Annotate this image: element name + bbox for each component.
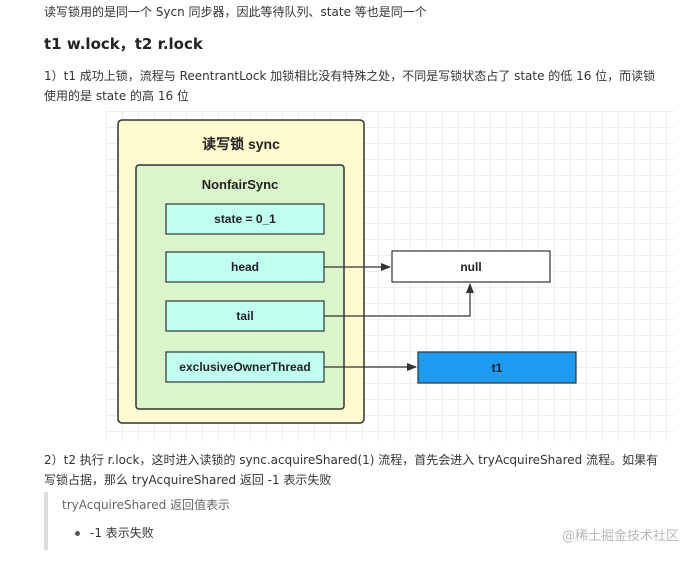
- null-node: [391, 250, 551, 283]
- site-watermark: @稀土掘金技术社区: [561, 529, 679, 544]
- head-field-label: head: [231, 260, 259, 274]
- state-field: [165, 203, 325, 235]
- tail-to-null-arrow: [324, 283, 474, 317]
- blockquote: tryAcquireShared 返回值表示 -1 表示失败: [44, 492, 668, 550]
- bullet-dot-icon: [75, 531, 80, 536]
- intro-text: 读写锁用的是同一个 Sycn 同步器，因此等待队列、state 等也是同一个: [44, 5, 427, 19]
- exclusive-owner-field-label: exclusiveOwnerThread: [179, 360, 310, 374]
- paragraph-2: 2）t2 执行 r.lock，这时进入读锁的 sync.acquireShare…: [44, 453, 659, 487]
- blockquote-title: tryAcquireShared 返回值表示: [62, 498, 231, 512]
- t1-thread-node-label: t1: [492, 361, 503, 375]
- blockquote-list-item: -1 表示失败: [90, 526, 154, 540]
- state-field-label: state = 0_1: [214, 212, 276, 226]
- lock-diagram-svg: 读写锁 sync NonfairSync state = 0_1 head ta…: [117, 119, 577, 424]
- paragraph-1: 1）t1 成功上锁，流程与 ReentrantLock 加锁相比没有特殊之处，不…: [44, 69, 656, 103]
- tail-field-label: tail: [236, 309, 253, 323]
- section-heading: t1 w.lock，t2 r.lock: [44, 35, 203, 53]
- null-node-label: null: [460, 260, 481, 274]
- nonfairsync-title: NonfairSync: [202, 177, 279, 192]
- sync-box-title: 读写锁 sync: [202, 136, 280, 152]
- lock-diagram: 读写锁 sync NonfairSync state = 0_1 head ta…: [106, 111, 674, 441]
- t1-thread-node: [417, 351, 577, 384]
- exclusive-owner-field: [165, 351, 325, 383]
